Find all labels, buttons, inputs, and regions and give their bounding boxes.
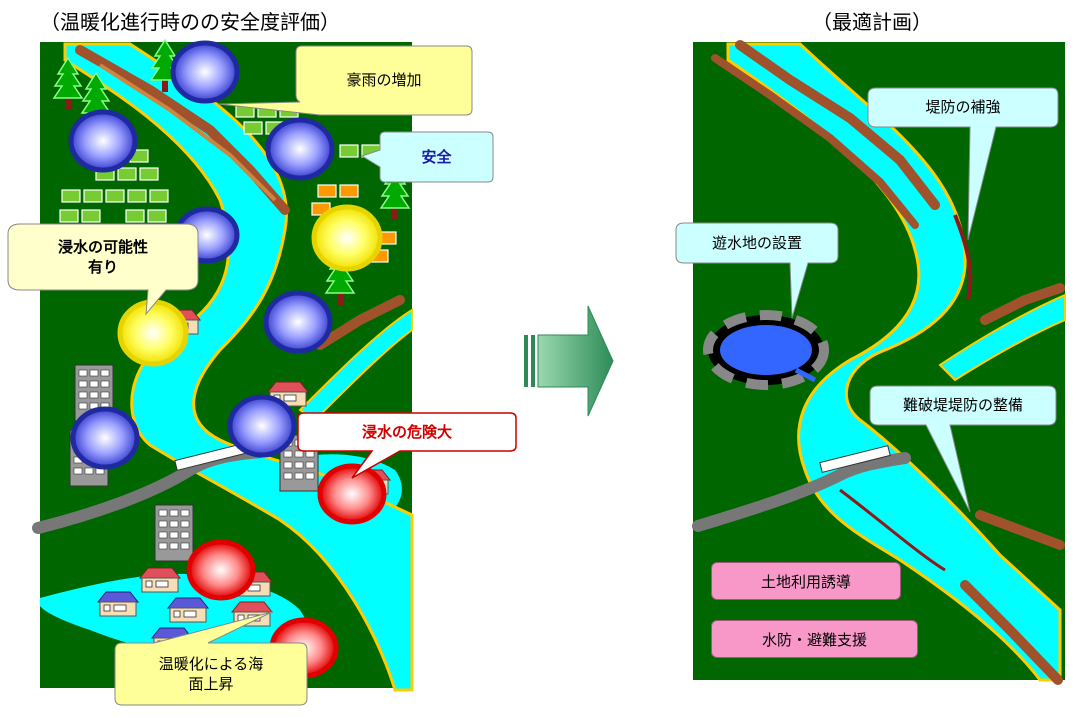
left-house-7	[167, 597, 209, 623]
left-house-4	[139, 567, 181, 593]
warning-marker	[117, 299, 189, 367]
safe-marker	[68, 109, 138, 173]
callout-retention-basin-text: 遊水地の設置	[711, 233, 802, 252]
right-river	[726, 42, 1062, 682]
safe-markers	[68, 40, 335, 470]
measure-land-use: 土地利用誘導	[711, 562, 901, 600]
callout-safe	[360, 131, 494, 183]
callout-breach-resistant-levee-text: 難破堤堤防の整備	[902, 396, 1023, 415]
danger-marker	[317, 463, 387, 525]
retention-pond	[720, 325, 812, 375]
right-levee-tributary	[980, 283, 1065, 325]
danger-marker	[186, 539, 256, 601]
right-panel-title: （最適計画）	[812, 10, 932, 34]
measure-flood-fighting: 水防・避難支援	[711, 620, 918, 658]
left-levee-upper	[75, 45, 290, 215]
left-levee-tributary	[315, 295, 405, 350]
safe-marker	[263, 290, 333, 354]
callout-sea-level-text: 温暖化による海 面上昇	[158, 654, 264, 693]
callout-levee-reinforcement-text: 堤防の補強	[925, 98, 1001, 117]
callout-flood-danger	[297, 412, 517, 479]
callout-retention-basin	[675, 222, 839, 319]
left-map	[7, 39, 517, 706]
callout-flood-danger-text: 浸水の危険大	[361, 422, 452, 441]
left-river	[63, 42, 414, 692]
safe-marker	[265, 117, 335, 181]
callout-breach-resistant-levee	[869, 385, 1057, 513]
callout-sea-level	[114, 611, 308, 706]
callout-flood-possible	[7, 223, 199, 316]
right-levee-upper	[735, 40, 940, 210]
callout-levee-reinforcement	[867, 87, 1059, 241]
arrow-icon	[537, 305, 614, 417]
warning-marker	[311, 204, 383, 272]
right-reinforced-levee	[953, 214, 973, 301]
left-building-3	[154, 504, 194, 562]
callout-heavy-rain	[217, 45, 473, 116]
right-tributary	[938, 293, 1066, 382]
safe-marker	[227, 394, 297, 458]
left-tributary	[298, 308, 413, 422]
transition-arrow	[524, 305, 614, 417]
callout-safe-text: 安全	[421, 147, 452, 166]
warning-markers	[117, 204, 383, 367]
retention-basin	[703, 310, 829, 390]
safe-marker	[170, 40, 240, 104]
left-house-6	[97, 591, 139, 617]
right-lower-levee	[960, 580, 1063, 685]
safe-marker	[70, 406, 140, 470]
right-bridge	[819, 445, 891, 473]
right-breach-resistant-levee	[975, 510, 1065, 550]
right-road	[692, 452, 911, 532]
left-panel-title: （温暖化進行時のの安全度評価）	[40, 10, 340, 34]
callout-flood-possible-text: 浸水の可能性 有り	[57, 237, 148, 276]
callout-heavy-rain-text: 豪雨の増加	[346, 71, 422, 90]
